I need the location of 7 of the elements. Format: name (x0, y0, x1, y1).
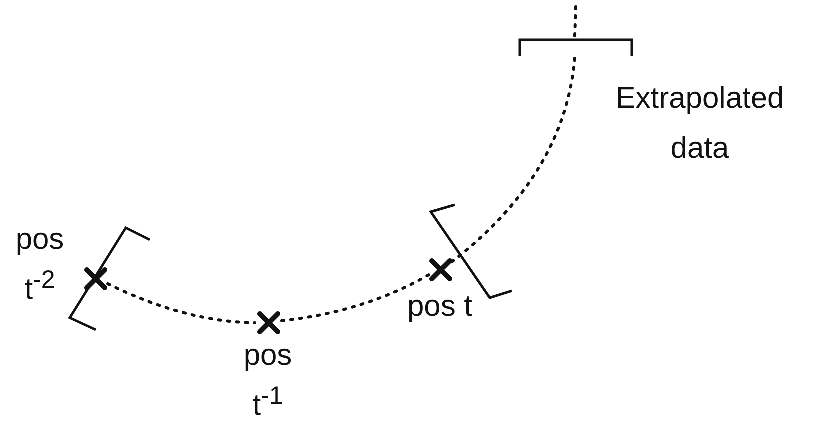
point-label: pos t (406, 289, 474, 325)
callout-text: Extrapolated data (614, 81, 786, 167)
dotted-path (106, 282, 256, 324)
point-label: pos t$^{-1}$ (242, 338, 294, 424)
point-label: pos t$^{-2}$ (14, 222, 66, 308)
dotted-path (280, 274, 430, 322)
dotted-path (450, 56, 576, 264)
